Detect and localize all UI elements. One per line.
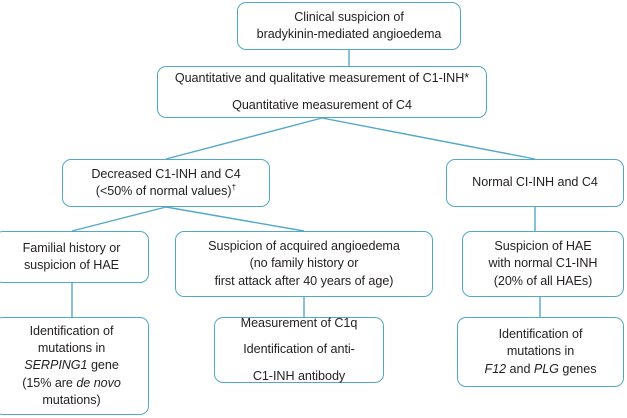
node-acquired-angioedema: Suspicion of acquired angioedema (no fam… xyxy=(175,231,433,297)
node-normal-line-1: Normal CI-INH and C4 xyxy=(472,175,598,190)
node-serping-line-3-rest: gene xyxy=(87,358,119,373)
node-familial-line-1: Familial history or xyxy=(22,240,121,255)
node-f12-line-1: Identification of xyxy=(498,326,583,341)
node-serping1-mutations: Identification of mutations in SERPING1 … xyxy=(0,317,149,415)
de-novo-italic: de novo xyxy=(76,375,121,390)
edge-decreased-acquired xyxy=(165,206,305,232)
node-acquired-line-2: (no family history or xyxy=(249,256,359,271)
node-decreased-c1inh-c4: Decreased C1-INH and C4 (<50% of normal … xyxy=(62,159,270,207)
node-serping-line-2: mutations in xyxy=(37,340,106,355)
node-f12-line-2: mutations in xyxy=(506,344,575,359)
node-c1q-line-2: Identification of anti- xyxy=(243,342,355,357)
node-measure-line-1: Quantitative and qualitative measurement… xyxy=(174,71,470,86)
edge-decreased-familial xyxy=(71,206,167,232)
node-f12-line-3-mid: and xyxy=(506,361,534,376)
node-decreased-line-2: (<50% of normal values)† xyxy=(96,183,236,200)
node-decreased-line-1: Decreased C1-INH and C4 xyxy=(91,166,241,181)
node-serping-line-5: mutations) xyxy=(42,393,101,408)
edge-measure-decreased xyxy=(165,117,323,160)
node-normal-c1inh-c4: Normal CI-INH and C4 xyxy=(446,159,624,207)
node-familial-line-2: suspicion of HAE xyxy=(23,258,120,272)
node-hae-line-1: Suspicion of HAE xyxy=(494,238,592,253)
gene-serping1: SERPING1 xyxy=(24,358,88,373)
node-root-line-2: bradykinin-mediated angioedema xyxy=(256,27,442,41)
node-decreased-line-2-text: (<50% of normal values) xyxy=(95,184,232,198)
node-measure-line-2: Quantitative measurement of C4 xyxy=(232,97,412,112)
node-f12-plg-mutations: Identification of mutations in F12 and P… xyxy=(457,317,624,387)
node-hae-normal-c1inh: Suspicion of HAE with normal C1-INH (20%… xyxy=(462,231,624,297)
edge-measure-normal xyxy=(321,117,536,160)
node-root-line-1: Clinical suspicion of xyxy=(294,9,404,24)
node-f12-line-3-rest: genes xyxy=(558,361,597,376)
node-hae-line-2: with normal C1-INH xyxy=(488,256,598,271)
node-clinical-suspicion: Clinical suspicion of bradykinin-mediate… xyxy=(237,2,461,50)
node-hae-line-3: (20% of all HAEs) xyxy=(493,273,593,288)
node-c1q-measurement: Measurement of C1q Identification of ant… xyxy=(214,315,384,383)
node-familial-history: Familial history or suspicion of HAE xyxy=(0,231,149,283)
node-c1q-line-1: Measurement of C1q xyxy=(240,315,358,330)
gene-f12: F12 xyxy=(484,361,507,376)
node-f12-line-3: F12 and PLG genes xyxy=(485,361,597,378)
node-acquired-line-1: Suspicion of acquired angioedema xyxy=(208,238,400,253)
node-measurement: Quantitative and qualitative measurement… xyxy=(157,66,487,118)
node-serping-line-1: Identification of xyxy=(29,323,114,338)
node-acquired-line-3: first attack after 40 years of age) xyxy=(214,273,394,288)
node-serping-line-4: (15% are de novo xyxy=(22,375,121,392)
gene-plg: PLG xyxy=(533,361,559,376)
node-c1q-line-3: C1-INH antibody xyxy=(252,368,346,383)
node-serping-line-3: SERPING1 gene xyxy=(24,357,119,374)
dagger-marker: † xyxy=(231,181,237,192)
node-serping-line-4-pre: (15% are xyxy=(22,375,77,390)
